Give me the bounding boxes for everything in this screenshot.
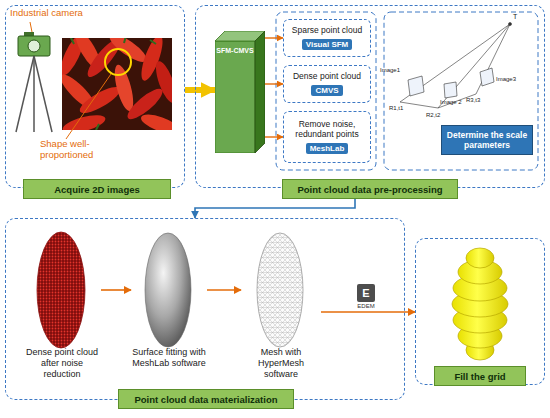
process-block: SFM-CMVS (215, 31, 265, 153)
annotation-label: Industrial camera (10, 8, 120, 19)
stage-group: Point cloud data pre-processingSFM-CMVSS… (195, 5, 545, 188)
pepper (111, 63, 137, 113)
tripod-leg (34, 56, 52, 132)
image-label: Image3 (496, 76, 526, 83)
camera-top (24, 32, 34, 36)
target-point (509, 23, 512, 26)
tool-tag: MeshLab (306, 143, 349, 154)
parameter-box: Determine the scale parameters (441, 125, 533, 155)
model-item: Mesh with HyperMesh software (241, 229, 321, 384)
stage-label: Acquire 2D images (23, 179, 171, 199)
step-box: Remove noise, redundant pointsMeshLab (283, 111, 371, 163)
ray-line (400, 24, 510, 102)
stage-group: Point cloud data materializationDense po… (5, 218, 405, 400)
flow-arrow (265, 83, 283, 84)
highlight-circle (105, 49, 131, 75)
camera-body (18, 36, 50, 56)
dense-point-cloud-seed (37, 232, 85, 348)
stage-label: Fill the grid (434, 366, 526, 386)
parameter-text: Determine the scale parameters (444, 130, 530, 150)
block-side (255, 31, 265, 153)
camera-lens (28, 40, 40, 52)
image-plane (444, 82, 457, 98)
annotation-label: Shape well-proportioned (40, 139, 122, 161)
image-label: Image1 (380, 67, 410, 74)
pose-label: R3,t3 (466, 97, 492, 104)
ray-line (438, 24, 510, 108)
step-text: Remove noise, redundant points (286, 120, 368, 140)
block-front (215, 41, 255, 153)
flow-arrow (101, 289, 131, 291)
stage-label: Point cloud data materialization (118, 389, 294, 409)
stage-label: Point cloud data pre-processing (282, 179, 458, 199)
pepper (62, 112, 107, 130)
image-plane (480, 68, 494, 86)
step-box: Dense point cloudCMVS (283, 65, 371, 103)
software-label: EDEM (351, 303, 381, 310)
item-caption: Mesh with HyperMesh software (241, 347, 321, 379)
tool-tag: Visual SFM (302, 39, 353, 50)
edem-icon (357, 284, 375, 302)
flow-arrow (265, 136, 283, 137)
image-label: Image 2 (440, 99, 470, 106)
tool-tag: CMVS (311, 85, 342, 96)
item-caption: Dense point cloud after noise reduction (23, 347, 101, 379)
step-text: Dense point cloud (293, 72, 361, 82)
dashed-frame (276, 12, 376, 170)
item-caption: Surface fitting with MeshLab software (131, 347, 207, 369)
camera-geometry (400, 23, 512, 109)
flow-arrow (321, 311, 415, 313)
leader-line (66, 74, 111, 139)
ray-line (476, 24, 510, 94)
pepper (139, 111, 172, 130)
pose-label: R1,t1 (389, 105, 415, 112)
pose-label: R2,t2 (426, 112, 452, 119)
step-box: Sparse point cloudVisual SFM (283, 19, 371, 57)
model-item: Dense point cloud after noise reduction (23, 229, 101, 384)
image-plane (408, 76, 424, 96)
mesh-seed (257, 233, 303, 347)
dashed-frame (384, 12, 538, 170)
baseline (400, 102, 438, 108)
surface-seed (145, 233, 191, 347)
tripod-leg (33, 56, 35, 132)
model-item: Surface fitting with MeshLab software (131, 229, 207, 384)
flow-arrow (265, 37, 283, 38)
tripod-leg (16, 56, 34, 132)
flow-arrow (185, 87, 215, 93)
sphere (466, 248, 494, 268)
stage-group: Acquire 2D images (5, 5, 185, 188)
leader-line (30, 22, 32, 32)
pepper-stems (70, 38, 156, 130)
step-text: Sparse point cloud (292, 26, 362, 36)
flow-arrow (207, 289, 241, 291)
stage-group: Fill the grid (415, 238, 545, 385)
icon-letter: E (357, 284, 375, 302)
pepper-group (62, 38, 172, 130)
point-label: T (513, 13, 523, 21)
filled-particle (452, 248, 508, 360)
pepper (77, 82, 124, 117)
block-label: SFM-CMVS (215, 47, 255, 54)
